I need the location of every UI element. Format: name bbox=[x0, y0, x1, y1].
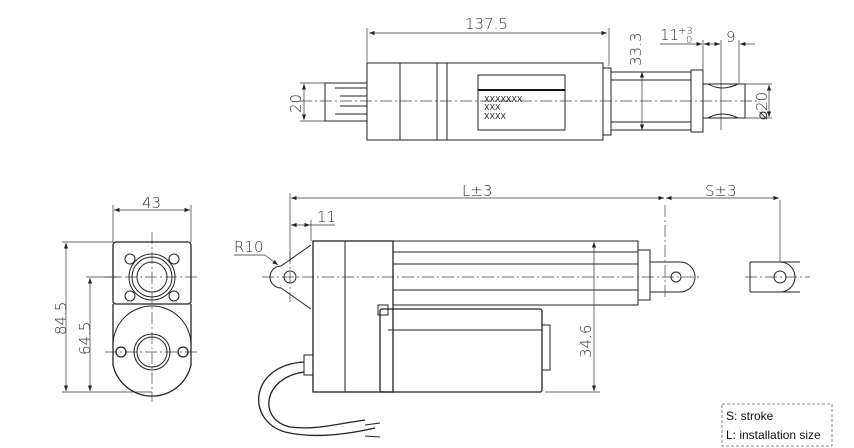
dim-radius: R10 bbox=[234, 238, 264, 256]
dim-center-height: 64.5 bbox=[76, 322, 94, 355]
product-label-box bbox=[477, 74, 566, 131]
front-view: 43 84.5 64.5 bbox=[52, 194, 200, 402]
dim-offset: 11 bbox=[317, 208, 336, 226]
dim-install-length: L±3 bbox=[462, 182, 492, 200]
dim-end: 11 bbox=[660, 26, 679, 44]
label-line-2: XXX bbox=[484, 103, 501, 112]
label-line-3: XXXX bbox=[484, 112, 506, 121]
legend: S: stroke L: installation size bbox=[721, 403, 833, 447]
legend-length: L: installation size bbox=[726, 428, 821, 442]
dim-width: 43 bbox=[142, 194, 161, 212]
dim-stroke: S±3 bbox=[705, 182, 737, 200]
dim-motor-height: 34.6 bbox=[577, 325, 595, 358]
dim-total-height: 84.5 bbox=[52, 302, 70, 335]
dim-height: 33.3 bbox=[627, 33, 645, 66]
dim-rod-diameter: ⌀20 bbox=[753, 92, 771, 120]
label-line-1: XXXXXXX bbox=[484, 95, 523, 104]
legend-stroke: S: stroke bbox=[726, 409, 774, 423]
dim-end-tol-plus: +3 bbox=[678, 26, 693, 37]
dim-end-width: 9 bbox=[726, 28, 736, 46]
top-view: XXXXXXX XXX XXXX 137.5 33.3 20 11 +3 0 9… bbox=[287, 15, 772, 141]
dim-end-tol-minus: 0 bbox=[686, 35, 692, 46]
side-view: L±3 S±3 11 R10 34.6 bbox=[234, 182, 810, 438]
dim-overall-length: 137.5 bbox=[465, 15, 508, 33]
dim-tube: 20 bbox=[287, 94, 305, 113]
